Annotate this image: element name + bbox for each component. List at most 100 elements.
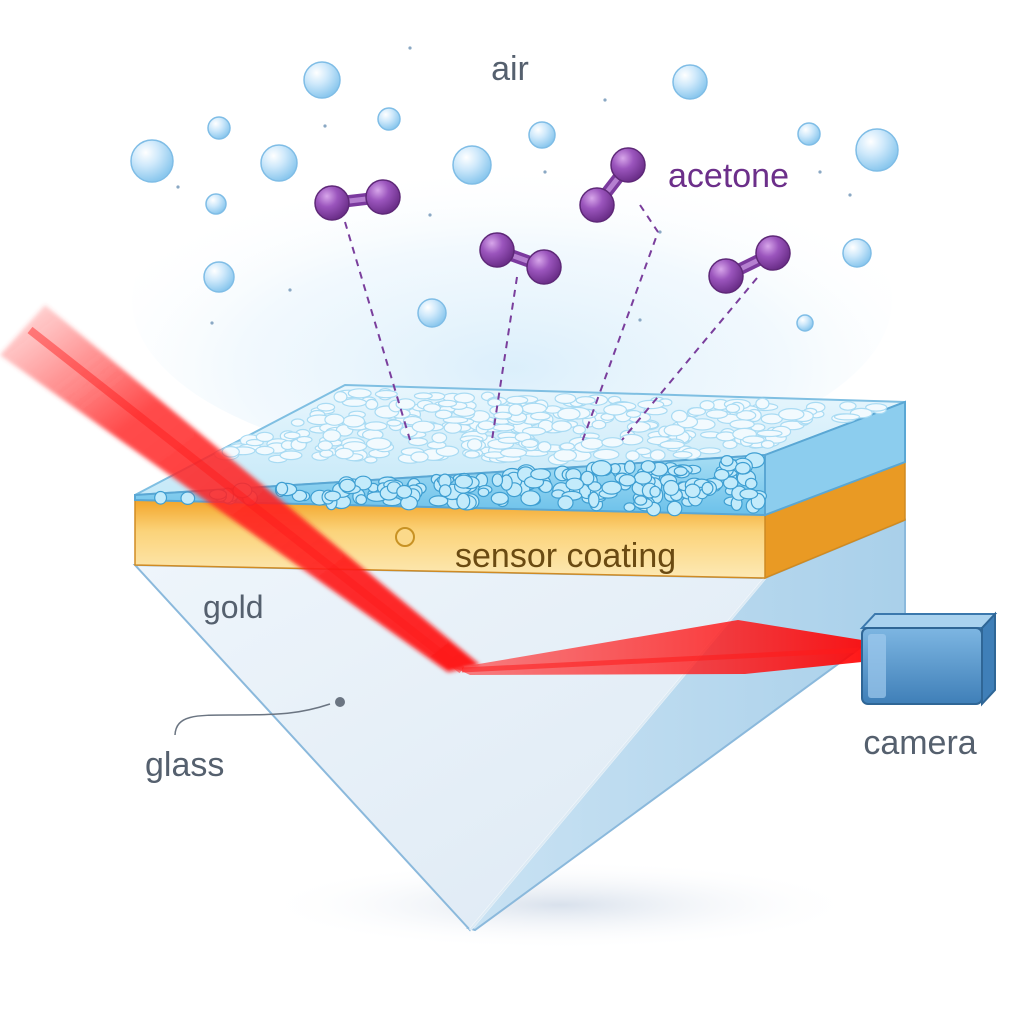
air-bubble-icon xyxy=(855,128,899,172)
coating-pore xyxy=(154,490,168,505)
acetone-molecule-icon xyxy=(479,232,562,285)
coating-pore xyxy=(755,397,770,410)
coating-pore xyxy=(623,460,636,475)
coating-pore xyxy=(508,403,524,416)
coating-pore xyxy=(649,449,666,462)
laser-beam xyxy=(0,305,863,675)
coating-pore xyxy=(701,481,714,495)
air-bubble-icon xyxy=(260,144,298,182)
coating-pore xyxy=(833,413,861,421)
coating-pore xyxy=(364,421,388,431)
air-speck xyxy=(603,98,607,102)
coating-pore xyxy=(410,451,429,463)
coating-pore xyxy=(575,396,596,405)
coating-pore xyxy=(347,388,372,399)
coating-pore xyxy=(334,447,354,460)
coating-pore xyxy=(319,449,334,458)
coating-pore xyxy=(520,490,541,507)
coating-pore xyxy=(603,403,627,416)
adsorption-line xyxy=(581,204,660,443)
coating-pore xyxy=(742,435,765,445)
air-bubble-icon xyxy=(672,64,708,100)
coating-pore xyxy=(296,435,313,444)
coating-pore xyxy=(500,447,528,458)
coating-pore xyxy=(625,450,640,462)
label-glass: glass xyxy=(145,746,224,784)
coating-pore xyxy=(493,411,513,420)
label-camera: camera xyxy=(863,724,976,762)
coating-pore xyxy=(395,398,416,411)
coating-pore xyxy=(698,447,722,455)
coating-pore xyxy=(713,468,730,481)
air-bubble-icon xyxy=(528,121,556,149)
acetone-molecules xyxy=(314,147,791,294)
coating-pore xyxy=(580,437,604,450)
coating-pore xyxy=(557,495,574,511)
coating-pore xyxy=(634,495,648,506)
coating-pore xyxy=(408,437,428,447)
coating-pore xyxy=(324,490,341,502)
coating-pore xyxy=(587,491,600,509)
air-speck xyxy=(638,318,642,322)
coating-pore xyxy=(275,481,289,496)
coating-pore xyxy=(659,440,685,450)
air-bubble-icon xyxy=(796,314,814,332)
coating-pore xyxy=(666,500,683,517)
coating-pore xyxy=(756,429,783,438)
coating-pore xyxy=(521,438,539,448)
coating-pore xyxy=(490,491,509,505)
coating-pore xyxy=(423,403,442,413)
air-bubble-icon xyxy=(377,107,401,131)
coating-pore xyxy=(245,438,264,447)
coating-pore xyxy=(530,468,551,481)
coating-pore xyxy=(592,448,620,461)
coating-pore xyxy=(413,392,433,400)
coating-pore xyxy=(466,438,483,452)
air-bubbles xyxy=(130,46,899,332)
coating-pore xyxy=(537,440,552,453)
coating-pore xyxy=(291,489,308,502)
camera-icon xyxy=(859,611,998,707)
coating-pore xyxy=(705,409,729,419)
air-speck xyxy=(818,170,822,174)
coating-pore xyxy=(591,419,607,430)
label-gold: gold xyxy=(203,589,264,625)
coating-pore xyxy=(491,473,504,488)
coating-pore xyxy=(454,474,473,489)
coating-pore xyxy=(580,470,595,486)
coating-pore xyxy=(434,409,453,420)
coating-pore xyxy=(565,477,584,491)
glass-prism xyxy=(132,518,906,932)
coating-pore xyxy=(684,483,701,499)
coating-pore xyxy=(339,478,356,493)
label-sensor-coating: sensor coating xyxy=(455,537,676,575)
coating-pore xyxy=(626,421,651,433)
coating-pore xyxy=(431,432,448,444)
air-speck xyxy=(408,46,412,50)
coating-pore xyxy=(637,399,665,410)
coating-pore xyxy=(554,393,577,405)
air-bubble-icon xyxy=(797,122,821,146)
coating-pore xyxy=(255,445,275,456)
coating-pore xyxy=(442,416,469,424)
air-speck xyxy=(176,185,180,189)
adsorption-lines xyxy=(344,204,758,443)
laser-reflected xyxy=(455,620,862,675)
coating-pore xyxy=(180,491,196,505)
coating-pore xyxy=(618,474,636,487)
coating-pore xyxy=(355,494,368,506)
air-bubble-icon xyxy=(203,261,235,293)
air-speck xyxy=(543,170,547,174)
glass-leader-line xyxy=(174,703,331,736)
coating-pore xyxy=(324,413,345,426)
coating-pore xyxy=(364,456,378,464)
air-speck xyxy=(210,321,214,325)
coating-pore xyxy=(557,407,581,421)
air-bubble-icon xyxy=(130,139,174,183)
coating-pore xyxy=(663,479,680,496)
coating-pore xyxy=(341,398,367,408)
coating-pore xyxy=(672,450,693,459)
coating-pore xyxy=(778,407,805,421)
adsorption-line xyxy=(621,277,758,441)
